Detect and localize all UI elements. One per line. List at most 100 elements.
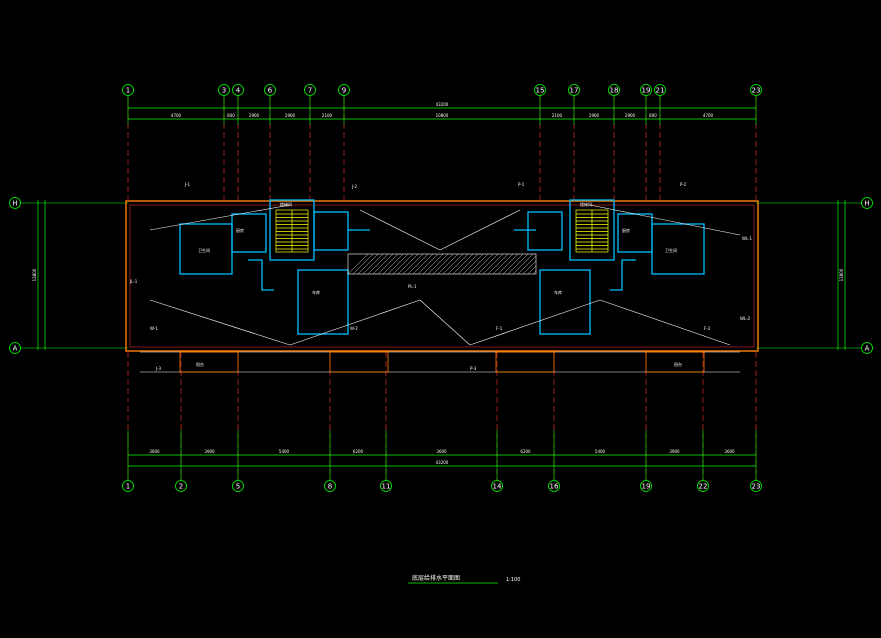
top-axis-label: 3 [222,87,226,95]
top-axis-bubble: 4 [232,84,244,125]
dimension-text: 800 [227,113,235,118]
top-axis-label: 7 [308,87,312,95]
dimension-text: 3600 [724,449,735,454]
top-axis-label: 23 [752,87,761,95]
dimension-text: 800 [649,113,657,118]
top-axis-bubble: 6 [264,84,276,125]
bottom-axis-label: 8 [328,483,332,491]
dimension-texts: 4700 800 2900 2900 2100 10800 2100 2900 2900 800 4… [149,113,735,454]
dimension-text: 3600 [149,449,160,454]
bottom-axis-label: 19 [642,483,651,491]
corridor-hatch [347,253,537,275]
dimension-text: 5400 [595,449,606,454]
top-axis-bubble: 3 [218,84,230,125]
pipe-label: J-3 [155,366,161,371]
room-label: 卫生间 [665,247,677,253]
pipe-label: W-2 [350,326,358,331]
axis-label-H-left: H [12,200,17,208]
pipe-label: W-1 [150,326,158,331]
top-axis-label: 17 [570,87,579,95]
top-total-dimension: 43200 [436,102,449,107]
bottom-axis-bubble: 22 [697,430,709,492]
bottom-axis-bubble: 8 [324,430,336,492]
balconies [179,351,705,373]
side-total-dimension-left: 13800 [32,268,37,281]
room-labels: 卫生间 厨房 卫生间 厨房 车库 楼梯间 楼梯间 车库 阳台 阳台 [196,201,682,367]
top-axis-bubble: 1 [122,84,134,125]
room-label: 阳台 [196,361,204,367]
bottom-axis-label: 11 [382,483,391,491]
dimension-text: 2900 [625,113,636,118]
pipe-label: F-1 [496,326,503,331]
dimension-text: 2900 [589,113,600,118]
dimension-text: 2100 [322,113,333,118]
top-axis-label: 4 [236,87,241,95]
bottom-axis-bubble: 11 [380,430,392,492]
dimension-text: 6200 [353,449,364,454]
bottom-axis-label: 1 [126,483,130,491]
dimension-text: 10800 [436,113,449,118]
room-label: 楼梯间 [280,201,292,207]
dimension-text: 2900 [285,113,296,118]
dimension-text: 4700 [171,113,182,118]
top-axis-bubble: 18 [608,84,620,125]
dimension-text: 2900 [249,113,260,118]
outer-wall [125,200,759,352]
bottom-axis-label: 23 [752,483,761,491]
pipe-labels: J-1 J-2 P-1 P-2 W-1 W-2 F-1 F-2 JL-1 PL-… [129,182,753,371]
stairs [275,209,609,253]
room-label: 厨房 [236,227,244,233]
bottom-axis-label: 14 [493,483,502,491]
top-axis-bubble: 15 [534,84,546,125]
top-axis-bubbles: 1 3 4 6 7 9 15 17 18 19 21 23 [122,84,762,125]
top-axis-bubble: 17 [568,84,580,125]
pipe-label: J-2 [351,184,357,189]
axis-lines [127,96,757,480]
bottom-axis-bubble: 5 [232,430,244,492]
bottom-axis-label: 2 [179,483,183,491]
pipe-label: F-2 [704,326,711,331]
dimension-text: 5400 [279,449,290,454]
interior-walls [179,199,705,335]
dimension-text: 4700 [703,113,714,118]
bottom-axis-bubble: 2 [175,430,187,492]
room-label: 卫生间 [198,247,210,253]
room-label: 阳台 [674,361,682,367]
pipe-label: WL-1 [742,236,753,241]
dimension-text: 3900 [669,449,680,454]
bottom-axis-bubble: 14 [491,430,503,492]
pipe-label: P-3 [470,366,477,371]
pipe-label: WL-2 [740,316,751,321]
top-axis-bubble: 7 [304,84,316,125]
room-label: 楼梯间 [580,201,592,207]
pipe-label: P-1 [518,182,525,187]
dimension-text: 6200 [520,449,531,454]
top-axis-bubble: 19 [640,84,652,125]
pipe-label: J-1 [184,182,190,187]
dimension-text: 3600 [436,449,447,454]
axis-label-A-left: A [13,345,18,353]
axis-label-A-right: A [865,345,870,353]
top-axis-label: 18 [610,87,619,95]
top-axis-label: 21 [656,87,665,95]
pipe-label: JL-1 [129,279,138,284]
bottom-axis-bubble: 23 [750,430,762,492]
dimension-text: 3900 [204,449,215,454]
top-axis-bubble: 21 [654,84,666,125]
bottom-total-dimension: 43200 [436,460,449,465]
bottom-axis-bubble: 19 [640,430,652,492]
dimension-text: 2100 [552,113,563,118]
drawing-title: 底层给排水平面图 [412,574,460,582]
pipe-runs [140,204,741,373]
room-label: 厨房 [622,227,630,233]
top-axis-label: 1 [126,87,130,95]
drawing-scale: 1:100 [506,577,520,583]
top-axis-bubble: 9 [338,84,350,125]
top-axis-bubble: 23 [750,84,762,125]
room-label: 车库 [312,289,320,295]
pipe-label: P-2 [680,182,687,187]
bottom-axis-label: 22 [699,483,708,491]
top-axis-label: 6 [268,87,273,95]
